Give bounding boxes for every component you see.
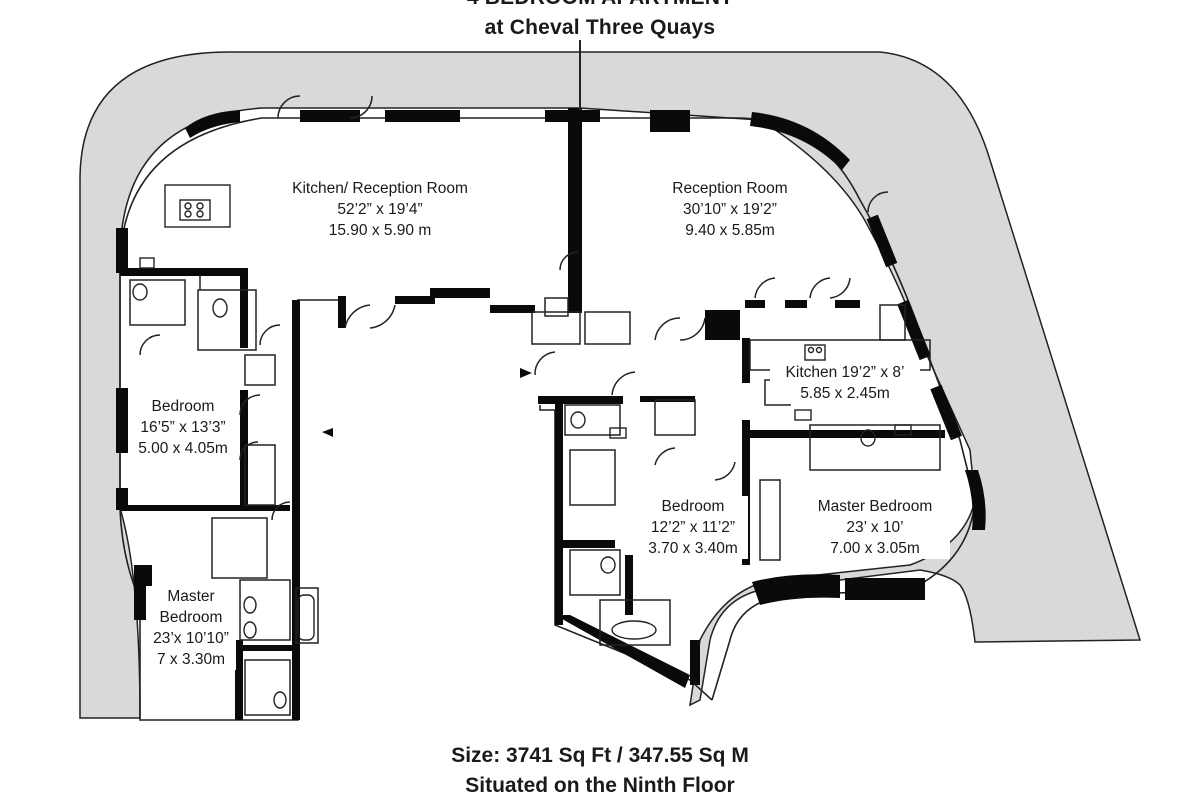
room-label-bedroom-left: Bedroom 16’5” x 13’3” 5.00 x 4.05m — [128, 396, 238, 459]
floor-info: Situated on the Ninth Floor — [465, 774, 735, 797]
room-label-kitchen-reception: Kitchen/ Reception Room 52’2” x 19’4” 15… — [270, 178, 490, 241]
room-metric: 7.00 x 3.05m — [800, 538, 950, 559]
room-imperial: 12’2” x 11’2” — [638, 517, 748, 538]
size-info: Size: 3741 Sq Ft / 347.55 Sq M — [451, 744, 749, 767]
room-label-bedroom-center: Bedroom 12’2” x 11’2” 3.70 x 3.40m — [638, 496, 748, 559]
room-name-line2: Bedroom — [146, 607, 236, 628]
room-label-reception: Reception Room 30’10” x 19’2” 9.40 x 5.8… — [640, 178, 820, 241]
room-name: Kitchen 19’2” x 8’ — [770, 362, 920, 383]
room-name: Bedroom — [638, 496, 748, 517]
room-label-kitchen: Kitchen 19’2” x 8’ 5.85 x 2.45m — [770, 362, 920, 404]
room-metric: 15.90 x 5.90 m — [328, 222, 432, 239]
room-metric: 7 x 3.30m — [146, 649, 236, 670]
room-imperial: 52’2” x 19’4” — [337, 201, 423, 218]
room-metric: 5.00 x 4.05m — [128, 438, 238, 459]
room-name: Reception Room — [672, 180, 788, 197]
room-name: Master Bedroom — [800, 496, 950, 517]
room-imperial: 23’x 10’10” — [146, 628, 236, 649]
room-name: Kitchen/ Reception Room — [292, 180, 468, 197]
room-label-master-bedroom-right: Master Bedroom 23’ x 10’ 7.00 x 3.05m — [800, 496, 950, 559]
room-name: Bedroom — [128, 396, 238, 417]
plan-title: 4 BEDROOM APARTMENT — [0, 0, 1200, 10]
room-name-line1: Master — [146, 586, 236, 607]
room-imperial: 30’10” x 19’2” — [683, 201, 777, 218]
room-imperial: 23’ x 10’ — [800, 517, 950, 538]
room-metric: 9.40 x 5.85m — [685, 222, 775, 239]
room-metric: 5.85 x 2.45m — [770, 383, 920, 404]
room-metric: 3.70 x 3.40m — [638, 538, 748, 559]
room-imperial: 16’5” x 13’3” — [128, 417, 238, 438]
plan-subtitle: at Cheval Three Quays — [484, 16, 716, 39]
room-label-master-bedroom-left: Master Bedroom 23’x 10’10” 7 x 3.30m — [146, 586, 236, 670]
